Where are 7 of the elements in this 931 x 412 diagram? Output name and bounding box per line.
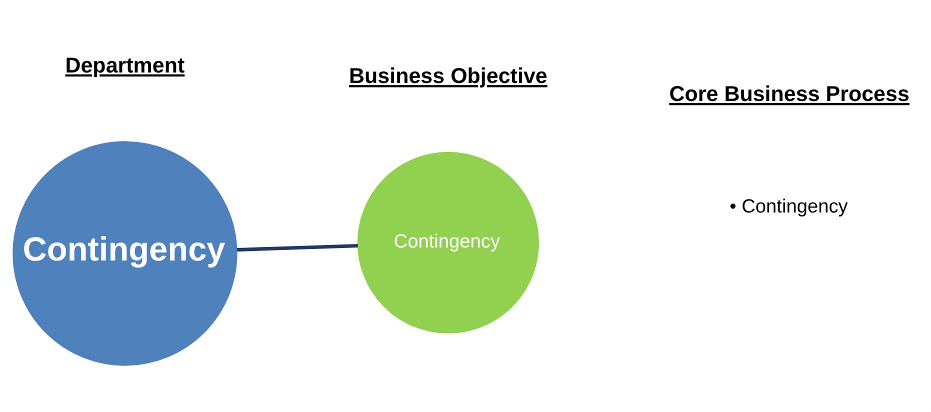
label: Department <box>65 53 185 78</box>
node-circle: Contingency <box>357 152 539 334</box>
label: Business Objective <box>348 64 548 88</box>
label: Core Business Process <box>669 82 910 106</box>
node-circle: Contingency <box>12 141 238 366</box>
connector <box>236 244 358 252</box>
label: • Contingency <box>730 196 848 218</box>
